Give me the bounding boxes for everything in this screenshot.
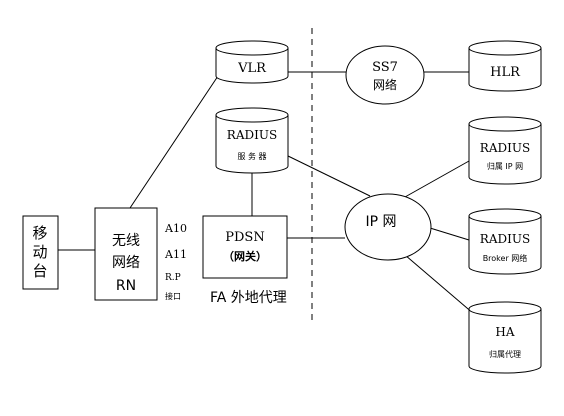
radius-home-label: RADIUS [480, 141, 530, 155]
node-radius-broker: RADIUS Broker 网络 [468, 208, 542, 275]
hlr-label: HLR [490, 65, 521, 80]
node-ip-network: IP 网 [344, 193, 432, 261]
radius-home-sub-label: 归属 IP 网 [487, 161, 523, 171]
link-ipnet-ha [404, 254, 475, 315]
ss7-label: SS7 [372, 60, 398, 75]
fa-foreign-agent-label: FA 外地代理 [210, 290, 287, 306]
link-ipnet-radius-home [404, 160, 470, 198]
rn-label-1: 无线 [112, 233, 140, 249]
link-ipnet-radius-broker [429, 227, 470, 241]
node-vlr-database: VLR [215, 40, 289, 84]
node-ss7-network: SS7 网络 [345, 45, 425, 105]
mobile-label-3: 台 [32, 262, 47, 280]
node-radius-home: RADIUS 归属 IP 网 [468, 116, 542, 185]
link-radius-ipnet [285, 154, 371, 197]
interface-a10: A10 [164, 222, 187, 235]
pdsn-label: PDSN [225, 230, 264, 245]
node-mobile-station: 移 动 台 [22, 215, 59, 290]
rn-label-3: RN [116, 278, 136, 294]
radius-broker-label: RADIUS [480, 232, 530, 246]
radius-server-sub-label: 服 务 器 [237, 151, 266, 161]
interface-jiekou: 接口 [165, 291, 181, 301]
connection-lines [58, 71, 475, 315]
interface-rp: R.P [165, 273, 181, 283]
mobile-label-2: 动 [32, 243, 47, 261]
ha-sub-label: 归属代理 [489, 349, 521, 359]
ha-label: HA [495, 325, 514, 339]
vlr-label: VLR [237, 61, 267, 76]
node-home-agent: HA 归属代理 [468, 301, 542, 374]
interface-a11: A11 [164, 248, 187, 261]
ss7-network-label: 网络 [373, 77, 397, 92]
node-radio-network-rn: 无线 网络 RN [94, 207, 158, 301]
ip-network-label: IP 网 [365, 214, 396, 230]
radius-broker-sub-label: Broker 网络 [483, 253, 528, 263]
radius-server-label: RADIUS [227, 128, 277, 142]
interface-labels: A10 A11 R.P 接口 [164, 222, 187, 301]
node-pdsn: PDSN （网关） [202, 215, 288, 279]
rn-label-2: 网络 [112, 255, 140, 271]
mobile-label-1: 移 [32, 224, 47, 242]
node-hlr-database: HLR [468, 40, 542, 92]
node-radius-server: RADIUS 服 务 器 [215, 107, 289, 174]
pdsn-gateway-label: （网关） [223, 249, 267, 263]
link-rn-vlr [129, 75, 219, 209]
